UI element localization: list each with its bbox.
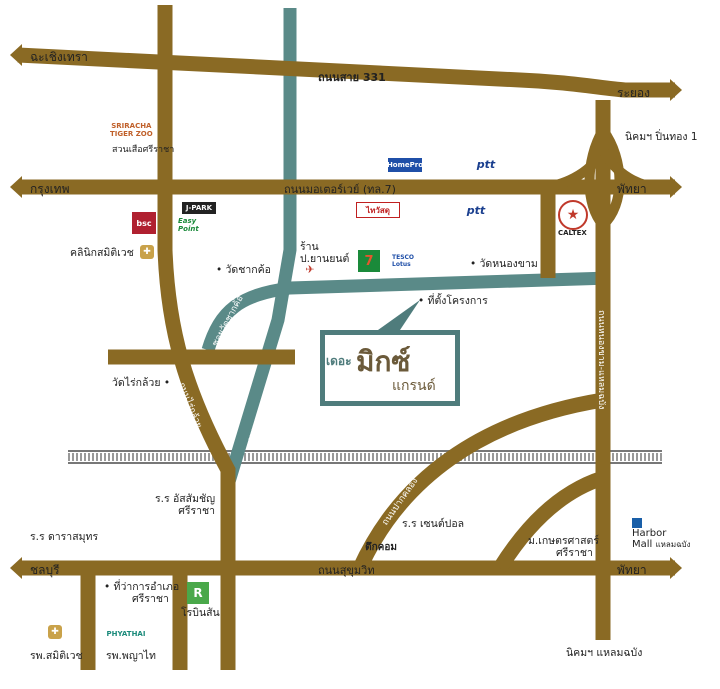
zoo-logo: SRIRACHA TIGER ZOO	[110, 122, 153, 139]
wat-rai-kluai-label: วัดไร่กล้วย •	[112, 377, 171, 389]
bsc-logo: bsc	[132, 212, 156, 234]
road-label-sukhumvit: ถนนสุขุมวิท	[318, 564, 375, 577]
road-label-rayong: ระยอง	[617, 86, 650, 100]
homepro-logo: HomePro	[387, 158, 423, 172]
road-label-motorway: ถนนมอเตอร์เวย์ (ทล.7)	[284, 183, 396, 196]
laem-chabang-label: นิคมฯ แหลมฉบัง	[566, 647, 643, 659]
harbor-mall-icon	[632, 518, 642, 528]
callout-pointer	[378, 300, 420, 330]
kasetsart-sub: ศรีราชา	[556, 547, 593, 560]
road-label-331: ถนนสาย 331	[318, 71, 386, 84]
seven-eleven-logo: 7	[358, 250, 380, 272]
road-label-chonburi: ชลบุรี	[30, 563, 60, 577]
robinson-icon: R	[187, 582, 209, 604]
main-roads	[17, 5, 675, 670]
district-office-name: ที่ว่าการอำเภอ	[113, 581, 180, 593]
shop-name: ป.ยานยนต์	[300, 253, 350, 266]
project-name: มิกซ์	[356, 345, 411, 378]
easypoint-logo: Easy Point	[178, 217, 199, 233]
road-label-chalerm: ฉะเชิงเทรา	[30, 50, 88, 64]
assumption-sub: ศรีราชา	[178, 505, 216, 518]
nikhom-pinthong-label: นิคมฯ ปิ่นทอง 1	[625, 131, 698, 143]
samitivej-hosp-label: รพ.สมิติเวช	[30, 650, 83, 662]
assumption-name: ร.ร อัสสัมชัญ	[155, 493, 216, 505]
harbor-mall-line1: Harbor	[632, 528, 667, 539]
project-prefix: เดอะ	[326, 354, 352, 368]
road-label-pattaya-bottom: พัทยา	[617, 563, 647, 577]
st-paul-label: ร.ร เซนต์ปอล	[402, 518, 465, 530]
road-label-krungthep: กรุงเทพ	[30, 182, 70, 196]
ptt-logo-top: ptt	[476, 157, 496, 171]
shop-label: ร้าน ป.ยานยนต์	[300, 241, 349, 265]
project-subtitle: แกรนด์	[392, 378, 436, 394]
wat-nong-kham-label: วัดหนองขาม	[470, 258, 538, 270]
phyathai-logo: PHYATHAI	[106, 630, 146, 638]
road-arrows	[10, 44, 682, 579]
shop-prefix: ร้าน	[300, 241, 319, 253]
interchange	[539, 127, 661, 229]
tesco-logo: TESCO Lotus	[392, 254, 415, 268]
samitivej-hosp-icon: ✚	[48, 625, 62, 639]
samitivej-icon: ✚	[140, 245, 154, 259]
district-office-label: • ที่ว่าการอำเภอ ศรีราชา	[104, 581, 180, 606]
kasetsart-name: ม.เกษตรศาสตร์	[528, 535, 600, 547]
honda-icon: ✈	[305, 262, 315, 276]
dara-samut-label: ร.ร ดาราสมุทร	[30, 531, 99, 543]
canal-roads	[201, 8, 611, 487]
project-callout	[320, 330, 460, 406]
phyathai-hosp-label: รพ.พญาไท	[106, 650, 156, 662]
clinic-label: คลินิกสมิติเวช	[70, 247, 134, 259]
railway	[68, 450, 662, 464]
zoo-label: สวนเสือศรีราชา	[112, 145, 175, 155]
wat-chak-kho-label: วัดชากค้อ	[216, 264, 271, 276]
harbor-mall-line3: แหลมฉบัง	[655, 540, 691, 549]
robinson-label: โรบินสัน	[181, 607, 220, 619]
project-site-label: ที่ตั้งโครงการ	[418, 295, 488, 307]
jpark-logo: J-PARK	[182, 202, 216, 214]
tuk-com-logo: ตึกคอม	[365, 541, 397, 553]
harbor-mall-label: Harbor Mall แหลมฉบัง	[632, 528, 691, 550]
thai-watsadu-logo: ไทวัสดุ	[356, 202, 400, 218]
harbor-mall-line2: Mall	[632, 539, 653, 550]
assumption-label: ร.ร อัสสัมชัญ ศรีราชา	[155, 493, 215, 517]
kasetsart-label: ม.เกษตรศาสตร์ ศรีราชา	[528, 535, 599, 559]
road-label-pattaya-top: พัทยา	[617, 182, 647, 196]
caltex-label: CALTEX	[558, 229, 587, 237]
ptt-logo-mid: ptt	[466, 203, 486, 217]
district-office-sub: ศรีราชา	[132, 593, 169, 606]
caltex-icon: ★	[558, 200, 588, 230]
road-label-right: ถนนหนองขาม-แหลมฉบัง	[596, 310, 606, 410]
